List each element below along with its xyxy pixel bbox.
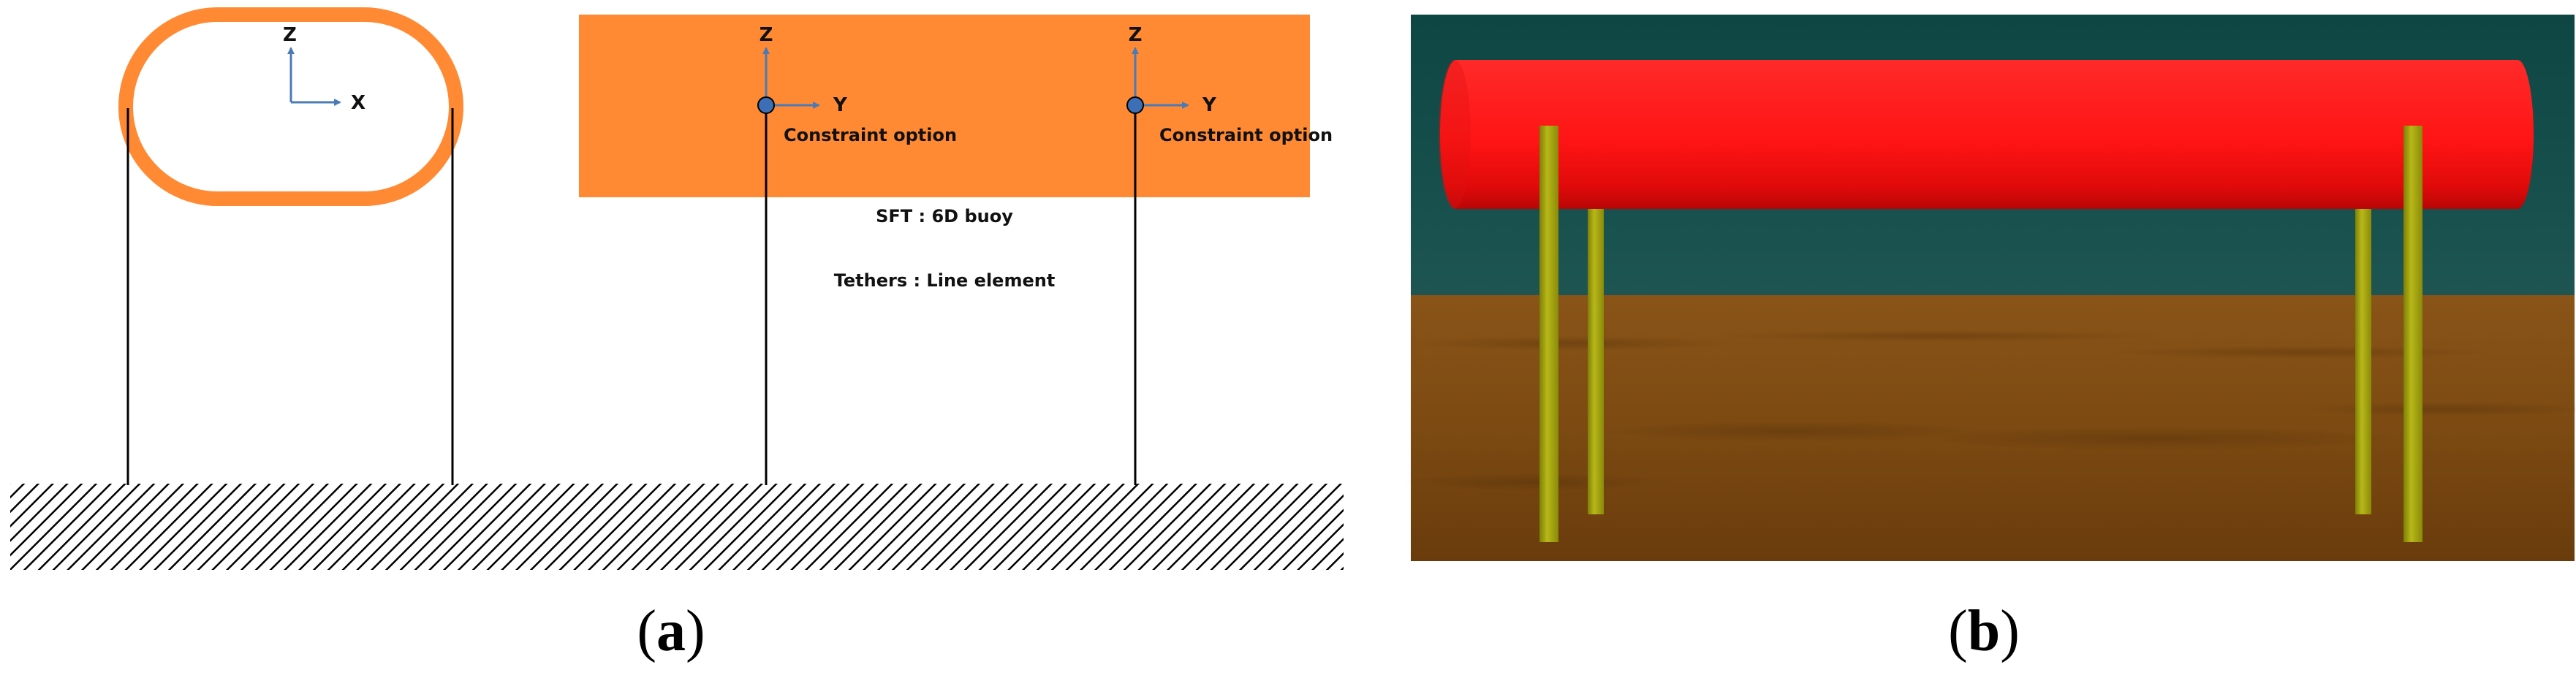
axis-z-label-cross-section: Z — [283, 24, 297, 46]
note-tethers: Tethers : Line element — [834, 270, 1056, 291]
tether-back-right — [2355, 209, 2371, 514]
axis-y-label-2: Y — [1202, 94, 1217, 116]
constraint-node-1: Z Y Constraint option — [757, 24, 957, 145]
node-circle-1 — [757, 96, 775, 114]
node-circle-2 — [1126, 96, 1144, 114]
tether-front-left — [1539, 126, 1558, 542]
tether-back-left — [1588, 209, 1604, 514]
tunnel-side-view — [579, 15, 1310, 197]
tunnel-cross-section — [118, 7, 463, 206]
panel-a-label: (a) — [637, 599, 705, 663]
axes-cross-section: Z X — [283, 24, 365, 114]
note-sft: SFT : 6D buoy — [876, 206, 1013, 226]
axis-z-label-1: Z — [759, 24, 773, 46]
constraint-option-label-2: Constraint option — [1159, 125, 1333, 145]
axis-x-label-cross-section: X — [351, 92, 365, 114]
tunnel-cylinder — [1439, 60, 2534, 209]
constraint-node-2: Z Y Constraint option — [1126, 24, 1333, 145]
axis-y-label-1: Y — [833, 94, 848, 116]
panel-b: (b) — [1403, 15, 2576, 663]
constraint-option-label-1: Constraint option — [784, 125, 957, 145]
axis-z-label-2: Z — [1129, 24, 1143, 46]
panel-a: Z X Z Y Constraint option Z Y Constraint… — [10, 7, 1344, 663]
tether-front-right — [2403, 126, 2422, 542]
panel-b-label: (b) — [1948, 599, 2020, 663]
seabed-hatched — [10, 484, 1344, 570]
